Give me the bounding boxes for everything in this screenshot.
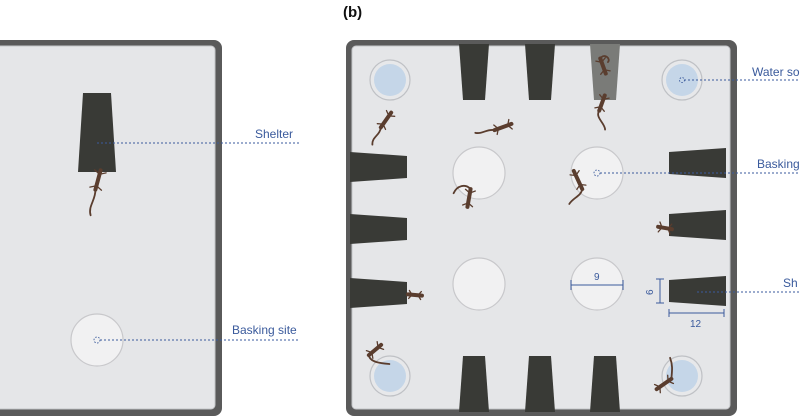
basking-site-a [70,313,124,367]
basking-diameter-dimension: 9 [570,272,624,290]
panel-b-letter: (b) [343,4,362,21]
shelter-a [78,93,116,172]
shelter-b-top-1 [459,44,489,100]
water-source-bottom-left [369,355,411,397]
basking-label-b: Basking [757,157,800,171]
basking-site-b-2 [570,146,624,200]
shelter-b-right-3 [669,276,726,306]
basking-label-a: Basking site [232,323,297,337]
basking-b-callout: Basking [600,157,800,174]
shelter-b-bottom-3 [590,356,620,412]
lizard-b-9 [365,341,391,365]
lizard-b-4 [594,93,610,131]
shelter-b-left-3 [350,278,407,308]
water-source-top-right [661,59,703,101]
shelter-b-callout: Sh [697,276,800,293]
lizard-a [89,168,107,217]
basking-a-callout: Basking site [100,323,300,341]
lizard-b-5 [452,184,476,209]
basking-diameter-label: 9 [594,272,600,283]
water-source-callout: Water so [684,65,800,81]
shelter-height-dimension: 6 [645,278,664,304]
shelter-width-dimension: 12 [668,309,725,330]
lizard-b-1 [371,109,396,146]
lizard-b-8 [406,289,424,301]
shelter-b-top-2 [525,44,555,100]
lizard-b-2 [474,118,514,136]
shelter-a-callout: Shelter [97,127,300,144]
shelter-label-b: Sh [783,276,798,290]
shelter-b-left-2 [350,214,407,244]
basking-site-b-4 [570,257,624,311]
shelter-b-right-2 [669,210,726,240]
panel-a: Shelter Basking site [0,40,300,416]
water-source-top-left [369,59,411,101]
shelter-label-a: Shelter [255,127,293,141]
basking-site-b-1 [452,146,506,200]
shelter-b-left-1 [350,152,407,182]
shelter-height-label: 6 [645,289,656,295]
shelter-b-bottom-1 [459,356,489,412]
water-source-label-b: Water so [752,65,800,79]
lizard-b-10 [653,356,675,394]
tank-a-floor [0,45,216,410]
lizard-b-3 [595,55,611,76]
panel-b: (b) [343,4,800,416]
lizard-b-7 [656,221,674,235]
shelter-width-label: 12 [690,319,702,330]
lizard-b-6 [568,168,587,205]
shelter-b-bottom-2 [525,356,555,412]
shelter-b-right-1 [669,148,726,178]
basking-site-b-3 [452,257,506,311]
